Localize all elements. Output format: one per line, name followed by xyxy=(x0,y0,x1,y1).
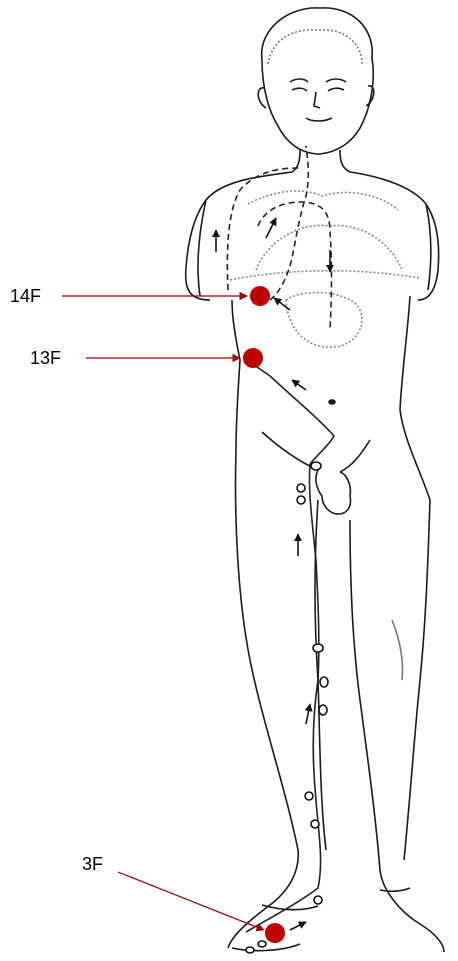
channel-line xyxy=(227,146,334,932)
head xyxy=(258,8,374,154)
torso xyxy=(186,150,439,500)
point-14f xyxy=(62,286,270,306)
point-3f xyxy=(118,872,285,943)
legs xyxy=(228,450,444,952)
pointer-3f xyxy=(118,872,264,930)
marker-13f xyxy=(243,348,263,368)
label-3f: 3F xyxy=(82,855,103,873)
point-13f xyxy=(86,348,263,368)
marker-3f xyxy=(265,923,285,943)
arms xyxy=(198,200,431,296)
label-13f: 13F xyxy=(30,349,61,367)
marker-14f xyxy=(250,286,270,306)
pelvis xyxy=(262,432,370,514)
label-14f: 14F xyxy=(10,287,41,305)
